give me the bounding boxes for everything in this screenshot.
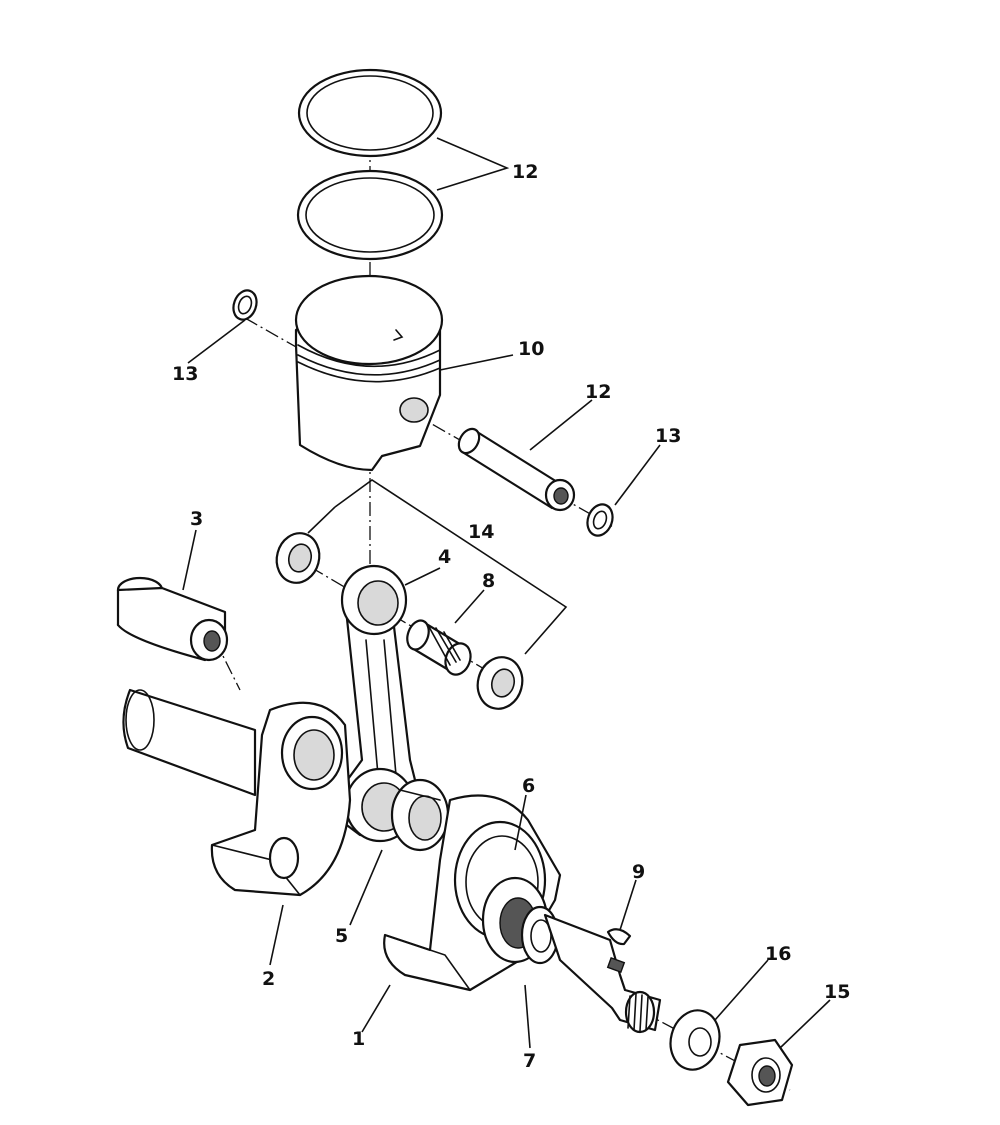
small-end-axis <box>289 554 521 691</box>
piston <box>294 274 444 472</box>
needle-bearing <box>406 619 472 676</box>
thrust-washer-left <box>275 532 321 584</box>
callout-9: 9 <box>632 861 645 883</box>
callout-11: 12 <box>512 161 538 183</box>
callout-13-right: 13 <box>655 425 681 447</box>
callout-14: 14 <box>468 521 494 543</box>
thrust-washer-right <box>476 656 524 710</box>
callout-6: 6 <box>522 775 535 797</box>
callout-5: 5 <box>335 925 348 947</box>
callout-4: 4 <box>438 546 451 568</box>
circlip-left <box>232 289 258 321</box>
callout-2: 2 <box>262 968 275 990</box>
callout-1: 1 <box>352 1028 365 1050</box>
lock-washer <box>669 1009 721 1071</box>
crankshaft-left-half <box>122 688 352 897</box>
callout-7: 7 <box>523 1050 536 1072</box>
callout-16: 16 <box>765 943 791 965</box>
hex-nut <box>726 1038 794 1107</box>
woodruff-key <box>606 928 632 946</box>
main-bearing <box>390 778 450 852</box>
piston-ring-upper <box>297 68 443 158</box>
callout-13-left: 13 <box>172 363 198 385</box>
callout-10: 10 <box>518 338 544 360</box>
leader-lines <box>182 137 831 1049</box>
crank-pin <box>116 576 229 662</box>
callout-8: 8 <box>482 570 495 592</box>
piston-pin <box>457 427 576 512</box>
piston-ring-lower <box>296 169 444 261</box>
output-shaft <box>543 913 662 1034</box>
circlip-right <box>586 503 614 537</box>
callout-12: 12 <box>585 381 611 403</box>
callout-15: 15 <box>824 981 850 1003</box>
callout-3: 3 <box>190 508 203 530</box>
